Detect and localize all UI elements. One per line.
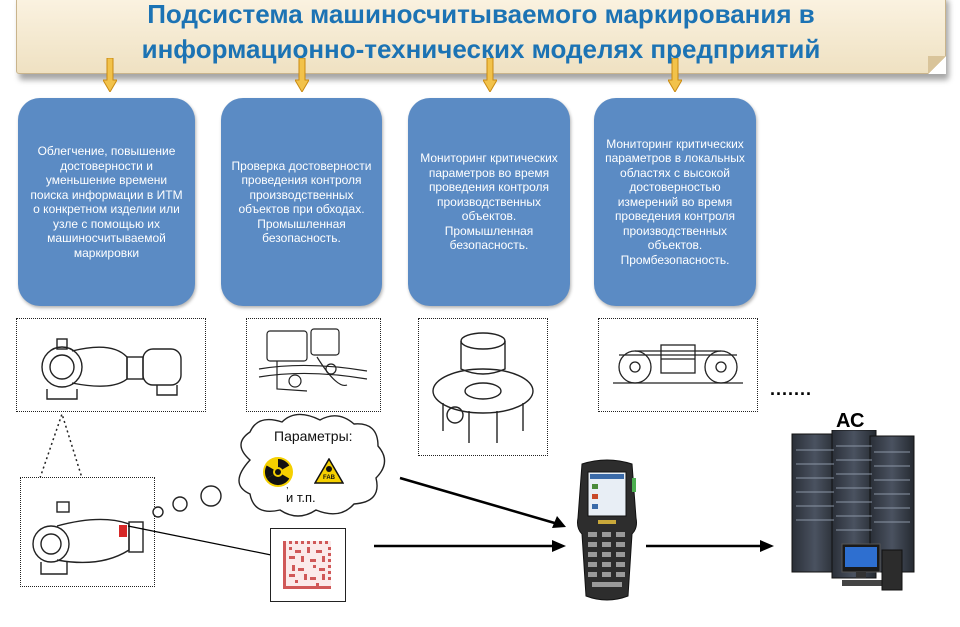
cloud-title: Параметры: [274, 428, 353, 444]
header-banner: Подсистема машиносчитываемого маркирован… [16, 0, 946, 74]
arrow-cloud-to-scanner [399, 476, 566, 528]
description-box-1: Облегчение, повышение достоверности и ум… [18, 98, 195, 306]
parameters-cloud [238, 413, 386, 517]
down-arrow-icon [103, 58, 117, 92]
ellipsis: ....... [770, 379, 813, 399]
radiation-icon [263, 457, 293, 487]
callout-pointer [39, 412, 83, 479]
hazard-badge-text: FAB [323, 475, 336, 481]
description-box-text: Облегчение, повышение достоверности и ум… [30, 144, 183, 260]
data-matrix-code-icon [283, 541, 331, 589]
hazard-warning-icon: FAB [314, 458, 344, 484]
description-box-4: Мониторинг критических параметров в лока… [594, 98, 756, 306]
down-arrow-icon [668, 58, 682, 92]
pump-detail-illustration [20, 477, 155, 587]
connector-line [127, 525, 277, 557]
pump-illustration [16, 318, 206, 412]
arrow-scanner-to-server [646, 540, 774, 552]
title-line-1: Подсистема машиносчитываемого маркирован… [147, 0, 815, 29]
banner-fold [928, 56, 946, 74]
valve-illustration [418, 318, 548, 456]
description-box-text: Мониторинг критических параметров во вре… [420, 151, 558, 253]
server-label: АС [836, 410, 865, 432]
page-title: Подсистема машиносчитываемого маркирован… [17, 0, 945, 67]
cloud-footer: и т.п. [286, 490, 316, 505]
description-box-2: Проверка достоверности проведения контро… [221, 98, 382, 306]
down-arrow-icon [483, 58, 497, 92]
description-box-3: Мониторинг критических параметров во вре… [408, 98, 570, 306]
server-rack-icon [791, 430, 915, 591]
bogie-illustration [598, 318, 758, 412]
arrow-code-to-scanner [374, 540, 566, 552]
marking-label [119, 525, 127, 537]
description-box-text: Мониторинг критических параметров в лока… [605, 136, 745, 267]
title-line-2: информационно-технических моделях предпр… [141, 34, 821, 64]
engine-illustration [246, 318, 381, 412]
cloud-comma: , [286, 480, 289, 490]
data-matrix-frame [270, 528, 346, 602]
thought-bubbles [152, 485, 222, 518]
description-box-text: Проверка достоверности проведения контро… [231, 158, 372, 246]
down-arrow-icon [295, 58, 309, 92]
handheld-scanner-icon [577, 459, 637, 601]
